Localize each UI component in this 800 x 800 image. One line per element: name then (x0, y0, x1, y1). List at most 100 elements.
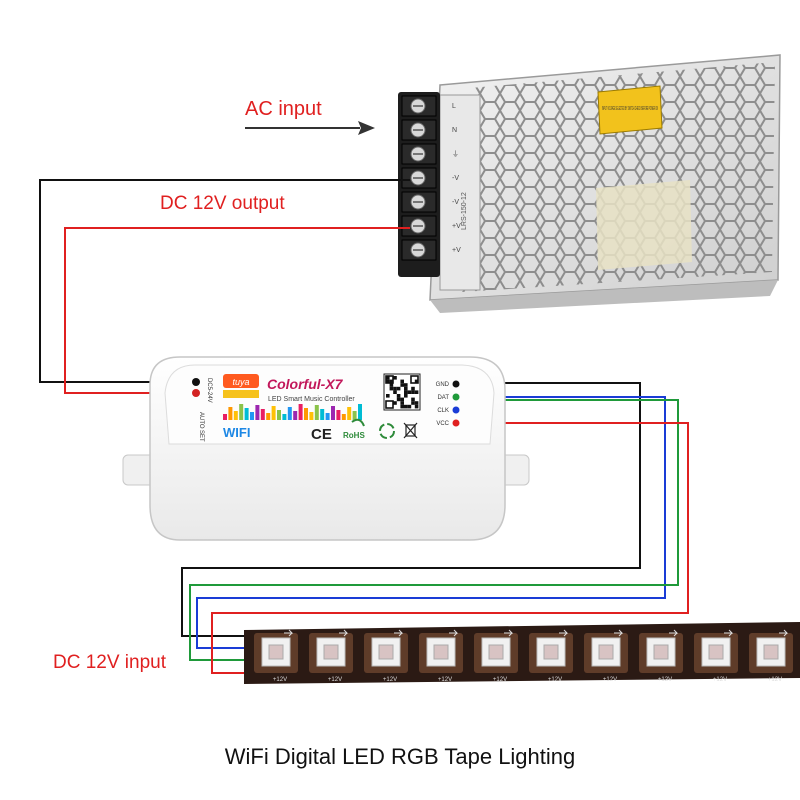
equalizer-bar (298, 404, 303, 420)
psu-terminal-block (398, 92, 440, 277)
terminal-label: +V (452, 247, 461, 254)
led-chip: +12V (474, 629, 518, 683)
terminal-screw (401, 143, 437, 165)
dc-output-label: DC 12V output (160, 193, 285, 214)
equalizer-bar (287, 407, 292, 420)
side-label-auto: AUTO (198, 412, 204, 429)
strip-pad-label: +12V (273, 677, 287, 683)
wire-gnd (181, 382, 641, 637)
controller-right-ports: GND DAT CLK VCC (436, 380, 460, 427)
equalizer-bar (244, 408, 249, 420)
terminal-label: L (452, 103, 456, 110)
equalizer-bar (309, 412, 314, 420)
equalizer-bar (325, 413, 330, 420)
controller-to-strip-wires (181, 382, 689, 674)
recycle-icon (379, 423, 395, 439)
wire-psu-positive (64, 227, 410, 394)
terminal-label: N (452, 127, 457, 134)
led-chip: +12V (254, 629, 298, 683)
controller-left-ports: DC5-24V AUTO SET (192, 378, 212, 442)
psu-warning-text: INPUT VOLTAGE SELECTED BY SWITCH CHECK B… (602, 106, 658, 112)
terminal-label: +V (452, 223, 461, 230)
port-label-dc: DC5-24V (206, 378, 212, 403)
equalizer-bar (260, 409, 265, 420)
strip-pad-label: +12V (493, 677, 507, 683)
controller-subtitle: LED Smart Music Controller (268, 396, 355, 403)
equalizer-bar (320, 409, 325, 420)
controller-name: Colorful-X7 (267, 376, 344, 392)
equalizer-bar (352, 411, 357, 420)
equalizer-bar (277, 410, 281, 420)
equalizer-bar (239, 404, 244, 420)
strip-pad-label: +12V (713, 677, 727, 683)
psu-terminal-labels: LN⏚-V-V+V+V (452, 103, 461, 254)
weee-bin-icon (403, 422, 418, 439)
led-chip: +12V (584, 629, 628, 683)
strip-pad-label: +12V (548, 677, 562, 683)
strip-pad-label: +12V (328, 677, 342, 683)
equalizer-bar (314, 405, 319, 420)
wire-dat (196, 396, 666, 649)
wifi-label: WIFI (223, 425, 250, 440)
wire-psu-negative (39, 179, 410, 383)
caption: WiFi Digital LED RGB Tape Lighting (224, 744, 576, 769)
led-chip: +12V (749, 629, 793, 683)
port-dot (452, 380, 460, 388)
terminal-screw (401, 191, 437, 213)
equalizer-bar (271, 406, 276, 420)
equalizer-bar (228, 407, 233, 420)
psu-warning-label: INPUT VOLTAGE SELECTED BY SWITCH CHECK B… (597, 85, 663, 135)
terminal-label: ⏚ (452, 150, 459, 158)
led-chip: +12V (309, 629, 353, 683)
wire-vcc (211, 422, 689, 674)
psu-model-label: LRS-150-12 (461, 192, 468, 230)
equalizer-bar (255, 405, 260, 420)
equalizer-bar (304, 408, 308, 420)
dc-input-label: DC 12V input (53, 652, 167, 673)
terminal-screw (401, 119, 437, 141)
rohs-mark: RoHS (343, 431, 365, 440)
equalizer-bar (282, 414, 287, 420)
equalizer-graphic (223, 404, 362, 420)
port-label-vcc: VCC (436, 421, 449, 427)
port-label-gnd: GND (436, 382, 450, 388)
led-chip: +12V (419, 629, 463, 683)
equalizer-bar (223, 414, 227, 420)
ce-mark: CE (311, 426, 332, 443)
tuya-badge-text: tuya (232, 377, 249, 387)
equalizer-bar (250, 412, 254, 420)
led-chip: +12V (639, 629, 683, 683)
equalizer-bar (341, 414, 346, 420)
led-chip: +12V (694, 629, 738, 683)
terminal-screw (401, 239, 437, 261)
tuya-badge: tuya (223, 374, 259, 398)
terminal-label: -V (452, 199, 459, 206)
port-label-dat: DAT (437, 395, 449, 401)
controller-box: DC5-24V AUTO SET tuya Colorful-X7 LED Sm… (122, 356, 530, 541)
port-dot (452, 419, 460, 427)
equalizer-bar (233, 411, 238, 420)
equalizer-bar (336, 410, 341, 420)
side-label-set: SET (198, 430, 204, 442)
equalizer-bar (347, 407, 352, 420)
port-label-clk: CLK (437, 408, 449, 414)
power-supply: INPUT VOLTAGE SELECTED BY SWITCH CHECK B… (398, 54, 781, 313)
led-strip: +12V +12V +12V +12V +12V +12V +12V +12V +12V +12V (244, 622, 800, 684)
equalizer-bar (266, 413, 271, 420)
strip-pad-label: +12V (438, 677, 452, 683)
strip-pad-label: +12V (383, 677, 397, 683)
terminal-screw (401, 95, 437, 117)
led-chip: +12V (529, 629, 573, 683)
port-dot (452, 406, 460, 414)
equalizer-bar (358, 404, 362, 420)
terminal-screw (401, 215, 437, 237)
psu-to-controller-wires (39, 179, 410, 394)
strip-pad-label: +12V (603, 677, 617, 683)
terminal-screw (401, 167, 437, 189)
strip-pad-label: +12V (658, 677, 672, 683)
ac-input-arrow (245, 121, 375, 135)
equalizer-bar (331, 406, 335, 420)
led-chip: +12V (364, 629, 408, 683)
strip-pad-label: +12V (768, 677, 782, 683)
